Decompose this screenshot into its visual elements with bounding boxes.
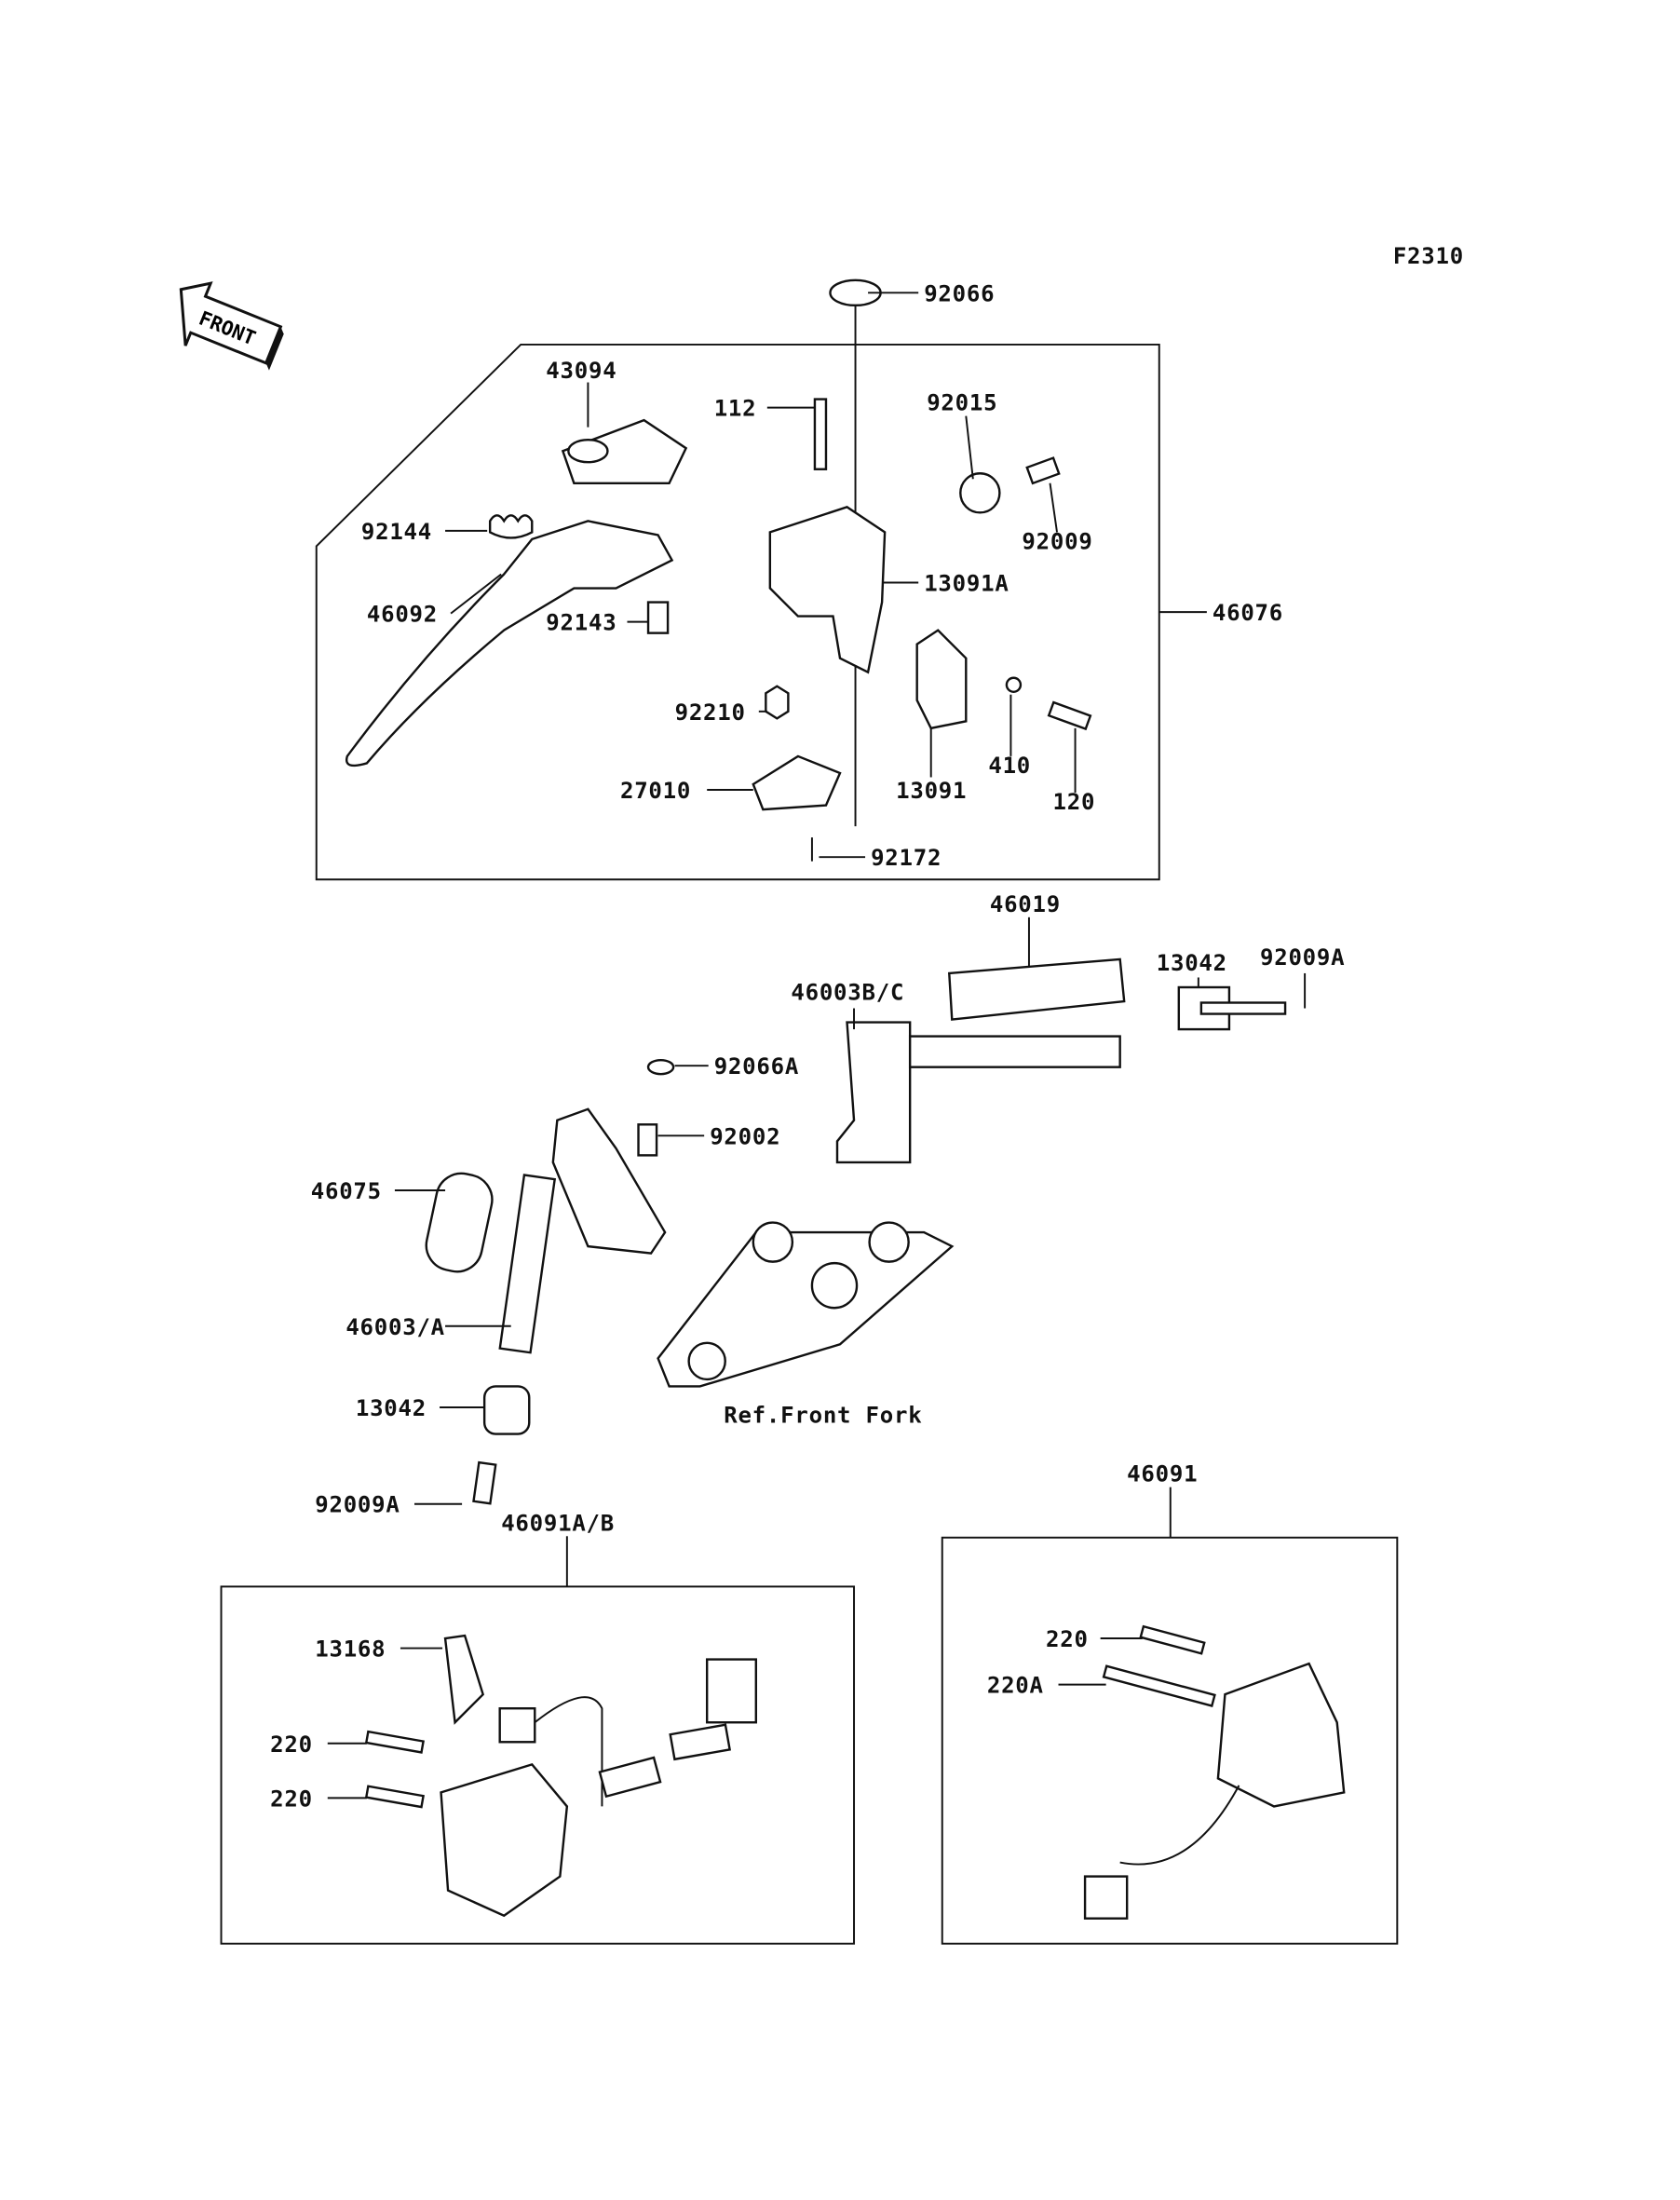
lever-assembly-box [315, 343, 1160, 881]
part-number-label: 112 [714, 396, 757, 422]
front-arrow-icon: FRONT [179, 281, 284, 371]
part-number-label: 220 [1046, 1626, 1089, 1652]
part-number-label: 46091 [1127, 1461, 1198, 1487]
figure-code: F2310 [1393, 243, 1464, 269]
part-number-label: 92066 [924, 280, 995, 306]
part-number-label: 220A [987, 1673, 1044, 1699]
leader-line [450, 573, 502, 615]
part-number-label: 120 [1053, 789, 1096, 815]
part-number-label: 46019 [990, 891, 1061, 917]
leader-line [965, 415, 974, 480]
part-number-label: 46003B/C [791, 980, 904, 1006]
part-number-label: 13042 [1157, 950, 1227, 976]
part-number-label: 46076 [1213, 600, 1283, 626]
part-drawings [345, 278, 1346, 1920]
part-number-label: 92009 [1022, 528, 1092, 554]
part-number-label: 220 [270, 1731, 313, 1758]
part-number-label: 92172 [871, 845, 942, 871]
part-number-label: 92009A [315, 1492, 400, 1518]
part-number-label: 92066A [714, 1053, 799, 1080]
leader-line [1049, 482, 1058, 533]
reference-note: Ref.Front Fork [724, 1403, 922, 1429]
part-number-label: 92002 [710, 1123, 780, 1149]
left-switch-box [220, 1585, 856, 1945]
part-number-label: 92144 [361, 519, 432, 545]
part-number-label: 92015 [927, 390, 997, 416]
part-number-label: 92143 [546, 610, 616, 636]
part-number-label: 92009A [1260, 944, 1345, 971]
part-number-label: 13091A [924, 571, 1009, 597]
part-number-label: 13091 [896, 778, 967, 804]
part-number-label: 220 [270, 1786, 313, 1812]
part-number-label: 410 [988, 753, 1031, 779]
part-number-label: 92210 [675, 699, 746, 726]
part-number-label: 43094 [546, 358, 616, 384]
part-number-label: 46092 [367, 602, 438, 628]
part-number-label: 46075 [311, 1178, 382, 1204]
part-number-label: 46091A/B [501, 1510, 615, 1536]
part-number-label: 27010 [620, 778, 691, 804]
part-number-label: 13168 [315, 1636, 386, 1663]
part-number-label: 46003/A [345, 1314, 445, 1340]
part-number-label: 13042 [356, 1395, 427, 1421]
